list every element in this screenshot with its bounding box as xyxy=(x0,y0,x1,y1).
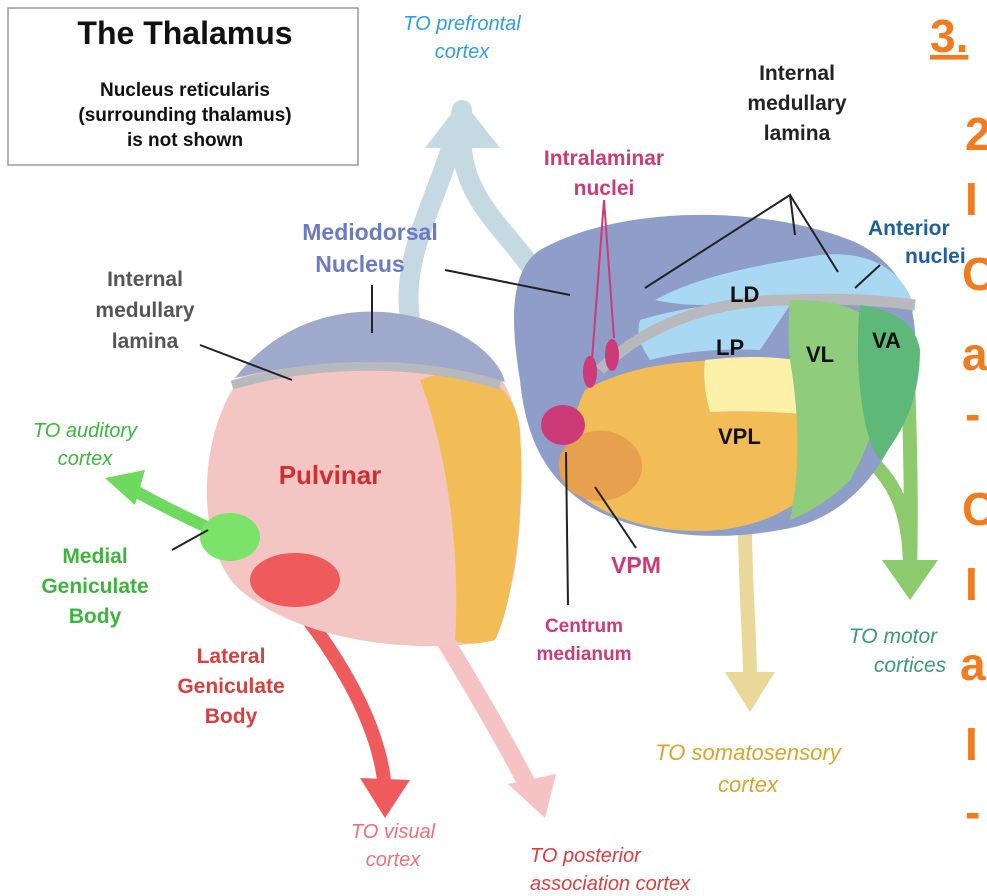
label-lgb-3: Body xyxy=(205,705,258,728)
label-auditory-1: TO auditory xyxy=(33,420,138,442)
label-prefrontal-1: TO prefrontal xyxy=(403,13,521,35)
label-visual-1: TO visual xyxy=(351,821,436,843)
side-glyph-8: a xyxy=(960,638,986,690)
label-lgb-1: Lateral xyxy=(197,645,266,668)
intralaminar-nucleus-1 xyxy=(605,339,619,371)
label-imedlam-left-1: Internal xyxy=(107,268,183,291)
legend-note-line-3: is not shown xyxy=(127,130,243,151)
side-glyph-1: 2 xyxy=(965,108,987,160)
label-vpl: VPL xyxy=(718,424,761,449)
label-mediodorsal-1: Mediodorsal xyxy=(302,219,437,245)
side-glyph-10: - xyxy=(965,786,980,838)
label-somatosensory-2: cortex xyxy=(718,772,779,797)
side-glyph-6: C xyxy=(962,483,987,535)
legend-title: The Thalamus xyxy=(77,15,292,51)
label-imedlam-right-1: Internal xyxy=(759,62,835,85)
somatosensory-arrow xyxy=(745,525,750,680)
label-mgb-2: Geniculate xyxy=(41,575,148,598)
intralaminar-nucleus-2 xyxy=(583,356,597,388)
label-intralaminar-2: nuclei xyxy=(574,177,635,200)
label-vl: VL xyxy=(806,342,834,367)
legend-note-line-2: (surrounding thalamus) xyxy=(78,105,291,126)
label-visual-2: cortex xyxy=(366,849,421,871)
legend-box: The Thalamus Nucleus reticularis (surrou… xyxy=(8,8,358,165)
label-posterior-1: TO posterior xyxy=(530,845,642,867)
label-imedlam-right-3: lamina xyxy=(764,122,831,145)
label-somatosensory-1: TO somatosensory xyxy=(655,740,842,765)
label-va: VA xyxy=(872,328,901,353)
label-centrum-1: Centrum xyxy=(545,616,623,637)
label-motor-2: cortices xyxy=(874,654,947,677)
side-glyph-5: - xyxy=(965,388,980,440)
label-imedlam-left-2: medullary xyxy=(95,299,195,322)
side-glyph-4: a xyxy=(962,328,987,380)
mgb-blob xyxy=(200,513,260,561)
label-prefrontal-2: cortex xyxy=(435,41,490,63)
side-glyph-2: I xyxy=(965,173,978,225)
label-anterior-1: Anterior xyxy=(868,217,950,240)
label-lp: LP xyxy=(716,335,744,360)
label-motor-1: TO motor xyxy=(849,625,938,648)
legend-note-line-1: Nucleus reticularis xyxy=(100,80,270,101)
label-posterior-2: association cortex xyxy=(530,873,691,895)
label-centrum-2: medianum xyxy=(536,644,631,665)
right-lobe xyxy=(514,215,920,536)
label-ld: LD xyxy=(730,282,759,307)
label-imedlam-right-2: medullary xyxy=(747,92,847,115)
label-mgb-1: Medial xyxy=(62,545,127,568)
side-text: 3. 2 I C a - C I a I - xyxy=(930,10,987,838)
side-glyph-9: I xyxy=(965,718,978,770)
label-anterior-2: nuclei xyxy=(905,245,966,268)
label-imedlam-left-3: lamina xyxy=(112,330,179,353)
label-pulvinar: Pulvinar xyxy=(279,460,382,490)
side-glyph-7: I xyxy=(965,558,978,610)
label-vpm: VPM xyxy=(611,552,661,578)
label-mediodorsal-2: Nucleus xyxy=(315,251,404,277)
centrum-medianum-blob xyxy=(541,405,585,445)
label-lgb-2: Geniculate xyxy=(177,675,284,698)
lgb-blob xyxy=(250,553,340,607)
side-heading: 3. xyxy=(930,10,968,62)
label-mgb-3: Body xyxy=(69,605,122,628)
label-auditory-2: cortex xyxy=(58,448,113,470)
side-glyph-3: C xyxy=(962,248,987,300)
label-intralaminar-1: Intralaminar xyxy=(544,147,664,170)
